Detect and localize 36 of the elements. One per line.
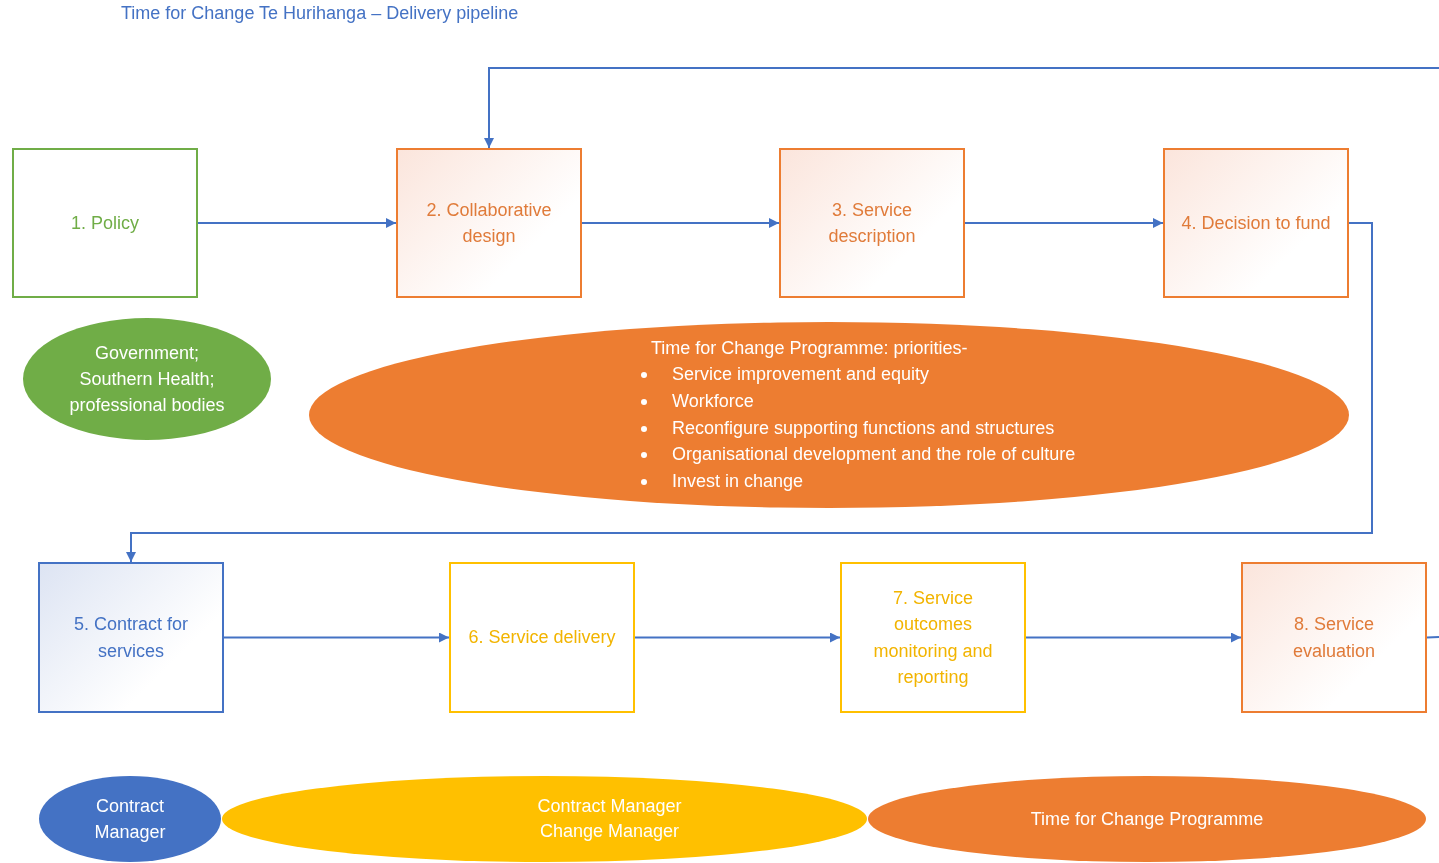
bullet-item: Reconfigure supporting functions and structures <box>640 414 1076 442</box>
diagram-title: Time for Change Te Hurihanga – Delivery pipeline <box>121 3 519 24</box>
bullet-item: Organisational development and the role of culture <box>640 441 1076 468</box>
process-box <box>449 562 635 713</box>
connector-arrow <box>1025 632 1242 643</box>
node-label: 5. Contract for services <box>72 613 189 663</box>
node-label: Change Manager <box>539 820 680 843</box>
connector-arrow <box>126 222 1373 563</box>
process-box <box>12 148 198 298</box>
connector-arrow <box>197 218 397 228</box>
node-label: 2. Collaborative design <box>425 198 553 248</box>
node-label: Contract Manager <box>537 794 682 818</box>
node-label: 3. Service description <box>827 198 917 248</box>
process-box <box>38 562 224 713</box>
bullet-item: Service improvement and equity <box>640 361 1076 389</box>
node-label: 4. Decision to fund <box>1181 211 1331 235</box>
process-box <box>779 148 965 298</box>
bullet-item: Invest in change <box>640 468 1076 495</box>
process-box <box>396 148 582 298</box>
node-label: 8. Service evaluation <box>1291 613 1377 663</box>
bullet-item: Workforce <box>640 388 1076 415</box>
process-box <box>840 562 1026 713</box>
node-label: 1. Policy <box>71 211 139 235</box>
connector-arrow <box>581 218 780 228</box>
connector-arrow <box>634 632 841 643</box>
process-box <box>1241 562 1427 713</box>
process-box <box>1163 148 1349 298</box>
priorities-heading: Time for Change Programme: priorities- <box>651 337 968 361</box>
node-label: Contract Manager <box>93 794 167 844</box>
node-label: Government; Southern Health; professional bodies <box>68 341 226 418</box>
connector-arrow <box>484 67 1439 149</box>
connector-arrow <box>223 632 450 643</box>
node-label: Time for Change Programme <box>1030 807 1264 831</box>
connector-arrow <box>964 218 1164 228</box>
node-label: 6. Service delivery <box>468 626 616 650</box>
node-label: 7. Service outcomes monitoring and reporting <box>872 587 994 689</box>
